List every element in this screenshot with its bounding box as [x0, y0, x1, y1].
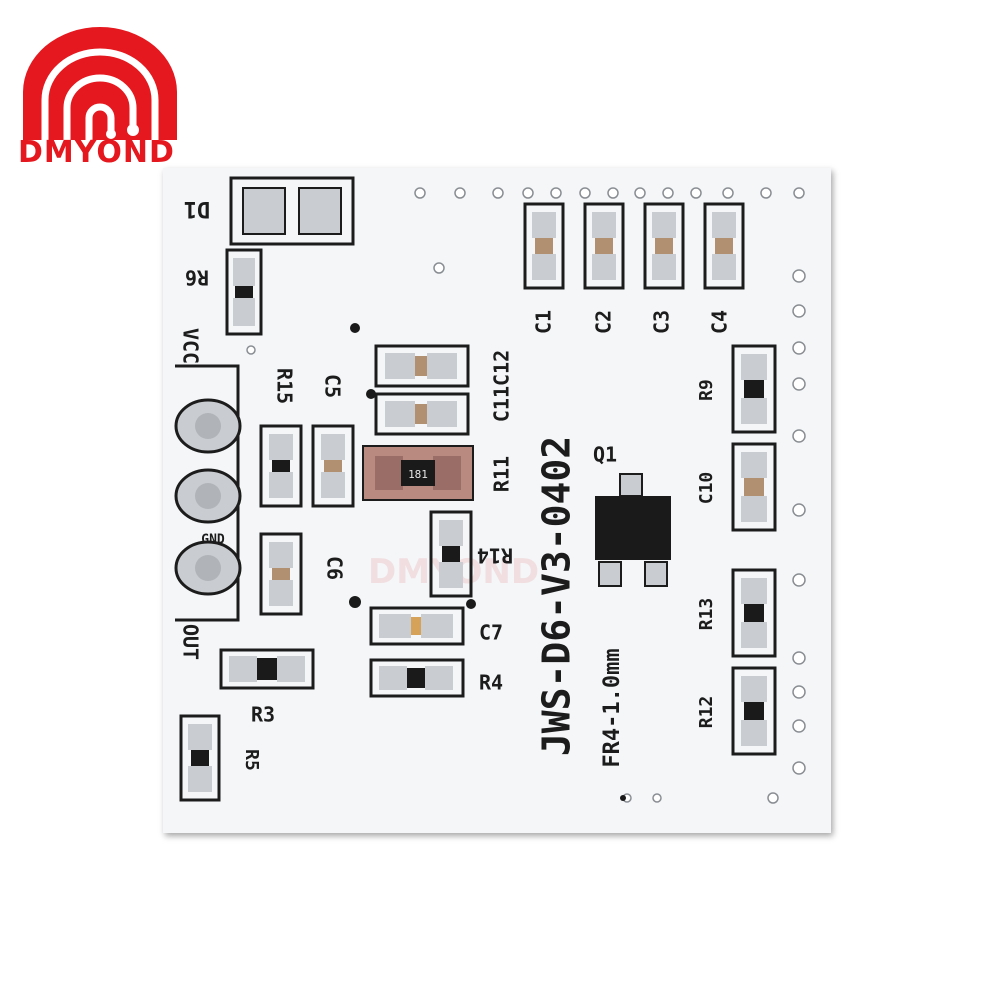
r15-resistor [259, 424, 303, 508]
label-gnd: GND [201, 533, 225, 548]
label-c3: C3 [650, 310, 674, 334]
c1-capacitor [523, 202, 565, 290]
c2-capacitor [583, 202, 625, 290]
board-material: FR4-1.0mm [600, 648, 625, 767]
label-out: OUT [179, 624, 203, 660]
label-c5: C5 [321, 374, 345, 398]
label-c6: C6 [323, 556, 347, 580]
label-r11: R11 [490, 456, 514, 492]
label-r4: R4 [479, 671, 503, 695]
label-r12: R12 [696, 696, 717, 729]
brand-name: DMYOND [18, 135, 175, 170]
c6-capacitor [259, 532, 303, 616]
r11-marking: 181 [408, 468, 428, 481]
q1-transistor [595, 473, 671, 587]
header-pins [174, 398, 242, 596]
r4-resistor [369, 658, 465, 698]
c4-capacitor [703, 202, 745, 290]
dark-vias [349, 323, 626, 801]
brand-logo [15, 22, 185, 172]
c11-c12-capacitors [374, 344, 470, 436]
label-d1: D1 [184, 196, 211, 221]
r14-resistor [429, 510, 473, 598]
label-c11c12: C11C12 [490, 350, 514, 422]
label-c2: C2 [592, 310, 616, 334]
label-c4: C4 [708, 310, 732, 334]
r5-resistor [179, 714, 221, 802]
r12-resistor [731, 666, 777, 756]
d1-component [242, 187, 342, 235]
c10-capacitor [731, 442, 777, 532]
r11-resistor: 181 [362, 445, 474, 501]
d1-outline [229, 176, 355, 246]
logo-mark-icon [23, 27, 177, 140]
label-c10: C10 [696, 472, 717, 505]
label-r13: R13 [696, 598, 717, 631]
label-r9: R9 [696, 379, 717, 401]
label-r3: R3 [251, 703, 275, 727]
label-q1: Q1 [593, 443, 617, 467]
label-r5: R5 [241, 749, 262, 771]
label-r6: R6 [185, 266, 209, 290]
label-c1: C1 [532, 310, 556, 334]
r9-resistor [731, 344, 777, 434]
label-c7: C7 [479, 621, 503, 645]
c3-capacitor [643, 202, 685, 290]
vias [246, 187, 806, 804]
label-r14: R14 [477, 544, 513, 568]
r3-resistor [219, 648, 315, 690]
pcb-board: DMYOND [163, 168, 831, 833]
part-number: JWS-D6-V3-0402 [535, 436, 579, 756]
r13-resistor [731, 568, 777, 658]
label-r15: R15 [273, 368, 297, 404]
r6-resistor [225, 248, 263, 336]
c5-capacitor [311, 424, 355, 508]
label-vcc: VCC [179, 328, 203, 364]
c7-capacitor [369, 606, 465, 646]
